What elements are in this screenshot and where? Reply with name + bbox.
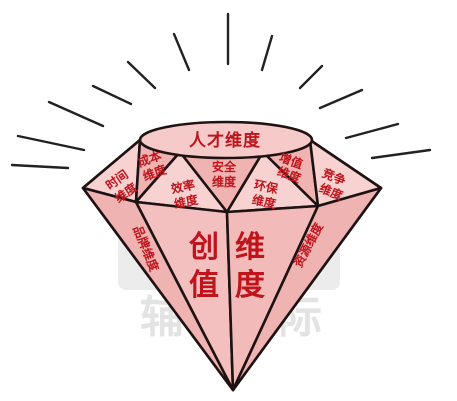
- label-center-zhi: 值: [189, 268, 219, 303]
- label-center-du: 度: [235, 268, 265, 303]
- label-rencai: 人才维度: [189, 130, 261, 151]
- label-xiaolv-2: 维度: [173, 191, 201, 211]
- label-huanbao-2: 维度: [251, 192, 279, 212]
- facet-pavilion-right: [231, 186, 383, 392]
- label-anquan-1: 安全: [212, 159, 237, 174]
- label-anquan-2: 维度: [212, 174, 237, 189]
- label-xiaolv-1: 效率: [170, 177, 197, 197]
- label-center-wei: 维: [235, 230, 265, 265]
- diamond-table: [138, 120, 314, 160]
- sparkle-rays: [10, 12, 432, 170]
- diamond: [81, 120, 383, 392]
- label-center-chuang: 创: [188, 230, 219, 265]
- label-huanbao-1: 环保: [253, 177, 281, 197]
